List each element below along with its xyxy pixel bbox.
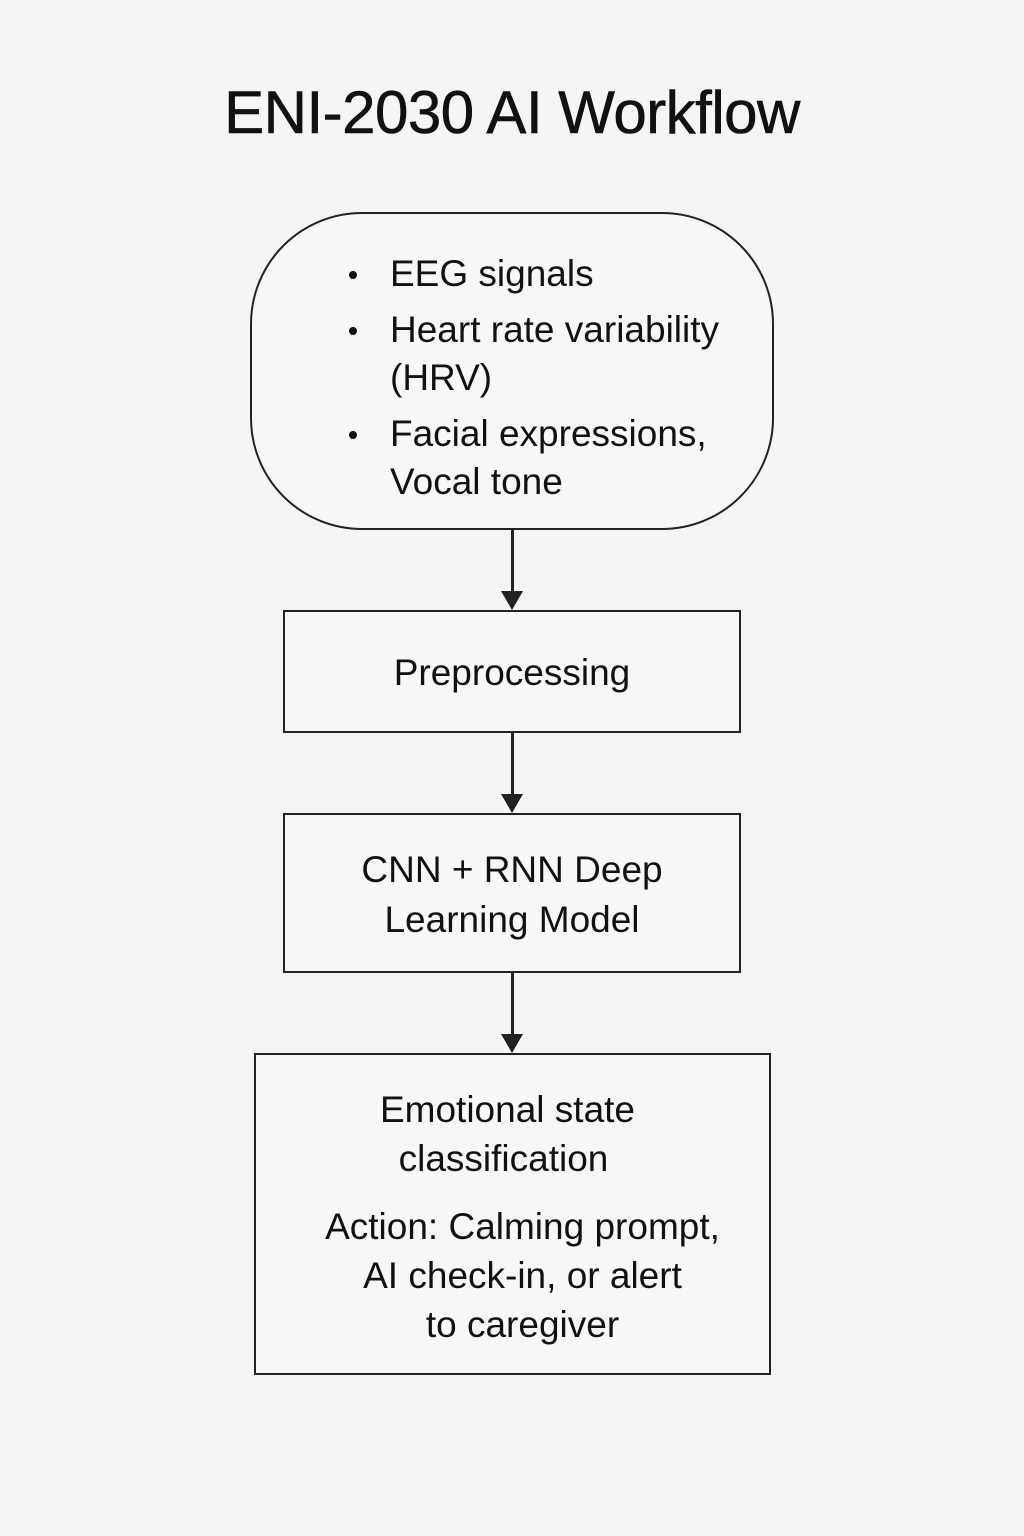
edge-input-to-preprocess: [511, 530, 514, 594]
arrowhead-preprocess-to-model: [501, 794, 523, 813]
classification-action-node: Emotional state classification Action: C…: [254, 1053, 771, 1375]
action-label-line3: to caregiver: [425, 1304, 620, 1345]
edge-model-to-classification: [511, 973, 514, 1037]
diagram-title: ENI-2030 AI Workflow: [224, 79, 801, 147]
input-signals-node: EEG signals Heart rate variability (HRV)…: [250, 212, 774, 530]
edge-preprocess-to-model: [511, 733, 514, 797]
action-label-line1: Action: Calming prompt,: [325, 1206, 720, 1247]
classification-label-line1: Emotional state: [379, 1089, 636, 1130]
classification-label-line2: classification: [398, 1138, 609, 1179]
preprocessing-node: Preprocessing: [283, 610, 741, 733]
action-label-line2: AI check-in, or alert: [363, 1255, 682, 1296]
model-label-line1: CNN + RNN Deep: [361, 849, 663, 890]
arrowhead-model-to-classification: [501, 1034, 523, 1053]
deep-learning-model-node: CNN + RNN Deep Learning Model: [283, 813, 741, 973]
input-signal-item-facial-vocal: Facial expressions, Vocal tone: [340, 410, 760, 506]
model-label-line2: Learning Model: [384, 899, 640, 940]
arrowhead-input-to-preprocess: [501, 591, 523, 610]
input-signals-list: EEG signals Heart rate variability (HRV)…: [340, 250, 760, 514]
preprocessing-label: Preprocessing: [393, 652, 631, 693]
input-signal-item-hrv: Heart rate variability (HRV): [340, 306, 760, 402]
input-signal-item-eeg: EEG signals: [340, 250, 760, 298]
